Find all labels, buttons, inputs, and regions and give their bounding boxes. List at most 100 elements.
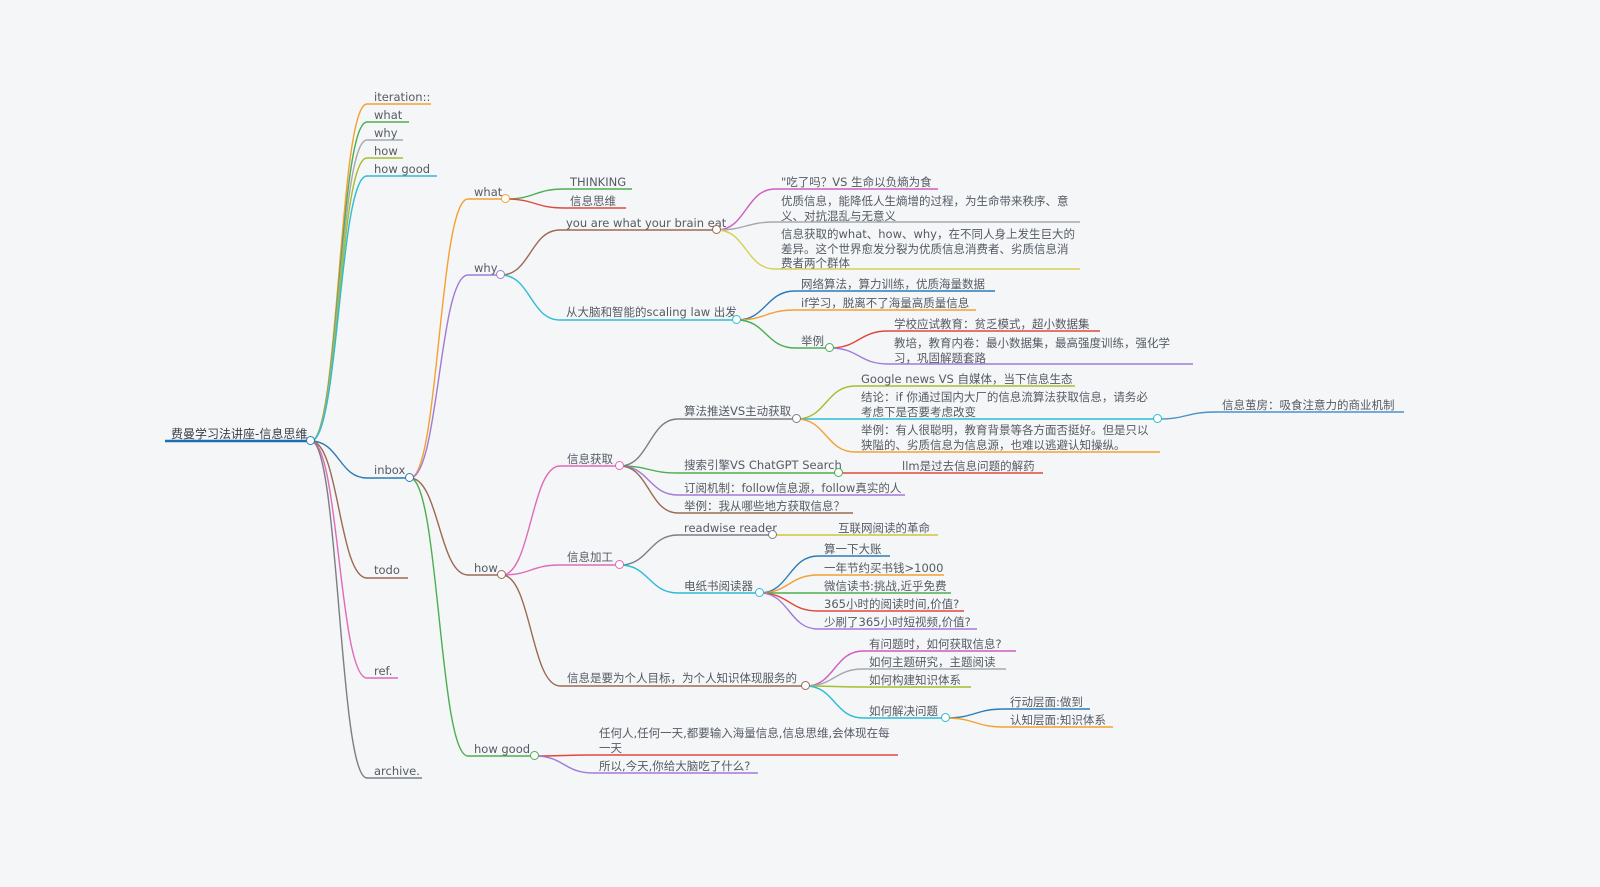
connector-line — [310, 440, 368, 779]
connector-line — [736, 309, 796, 321]
connector-line — [759, 574, 819, 594]
node-toggle-why[interactable] — [496, 270, 505, 279]
node-toggle-example[interactable] — [825, 343, 834, 352]
topic-acquire[interactable]: 信息获取 — [567, 452, 613, 466]
connector-line — [310, 121, 368, 442]
node-toggle-process[interactable] — [615, 560, 624, 569]
topic-what-top[interactable]: what — [374, 108, 403, 122]
connector-line — [310, 175, 368, 442]
topic-google-news[interactable]: Google news VS 自媒体，当下信息生态 — [861, 372, 1073, 386]
connector-line — [805, 650, 864, 687]
topic-search-vs[interactable]: 搜索引擎VS ChatGPT Search — [684, 458, 842, 472]
topic-tutoring[interactable]: 教培，教育内卷：最小数据集，最高强度训练，强化学习，巩固解题套路 — [894, 336, 1170, 365]
topic-why-top[interactable]: why — [374, 126, 398, 140]
connector-line — [409, 198, 469, 479]
topic-reading-revolution[interactable]: 互联网阅读的革命 — [838, 521, 930, 535]
topic-brain-eat[interactable]: you are what your brain eat — [566, 216, 727, 230]
topic-reading-time[interactable]: 365小时的阅读时间,价值? — [824, 597, 960, 611]
node-toggle-algo-vs[interactable] — [792, 414, 801, 423]
topic-action-level[interactable]: 行动层面:做到 — [1010, 695, 1083, 709]
node-toggle-solve[interactable] — [941, 713, 950, 722]
topic-weread[interactable]: 微信读书:挑战,近乎免费 — [824, 579, 947, 593]
connector-line — [716, 188, 776, 231]
topic-algo-vs-active[interactable]: 算法推送VS主动获取 — [684, 404, 792, 418]
topic-readwise[interactable]: readwise reader — [684, 521, 777, 535]
topic-problem-info[interactable]: 有问题时，如何获取信息? — [869, 637, 1002, 651]
node-toggle-ereader[interactable] — [755, 588, 764, 597]
topic-purpose[interactable]: 信息是要为个人目标，为个人知识体现服务的 — [567, 671, 797, 685]
topic-cognition-level[interactable]: 认知层面:知识体系 — [1010, 713, 1106, 727]
topic-less-video[interactable]: 少刷了365小时短视频,价值? — [824, 615, 971, 629]
connector-line — [945, 717, 1005, 728]
topic-iteration[interactable]: iteration:: — [374, 90, 431, 104]
topic-how[interactable]: how — [474, 561, 498, 575]
connector-line — [619, 564, 679, 594]
node-toggle-readwise[interactable] — [768, 530, 777, 539]
topic-todo[interactable]: todo — [374, 563, 400, 577]
node-toggle-purpose[interactable] — [801, 681, 810, 690]
topic-scaling-law[interactable]: 从大脑和智能的scaling law 出发 — [566, 305, 737, 319]
node-toggle-brain-eat[interactable] — [712, 225, 721, 234]
topic-network-algo[interactable]: 网络算法，算力训练，优质海量数据 — [801, 277, 985, 291]
connector-line — [829, 330, 889, 349]
topic-example[interactable]: 举例 — [801, 334, 824, 348]
topic-everyone-everyday[interactable]: 任何人,任何一天,都要输入海量信息,信息思维,会体现在每一天 — [599, 726, 890, 755]
topic-chi-le-ma[interactable]: "吃了吗？VS 生命以负熵为食 — [781, 175, 932, 189]
topic-smart-example[interactable]: 举例：有人很聪明，教育背景等各方面否挺好。但是只以狭隘的、劣质信息为信息源，也难… — [861, 423, 1149, 452]
topic-save-money[interactable]: 一年节约买书钱>1000 — [824, 561, 944, 575]
topic-why[interactable]: why — [474, 261, 498, 275]
topic-what[interactable]: what — [474, 185, 503, 199]
topic-subscribe[interactable]: 订阅机制：follow信息源，follow真实的人 — [684, 481, 902, 495]
topic-how-good[interactable]: how good — [474, 742, 531, 756]
node-toggle-how[interactable] — [497, 570, 506, 579]
node-toggle-inbox[interactable] — [405, 473, 414, 482]
topic-info-thinking[interactable]: 信息思维 — [570, 194, 616, 208]
topic-topic-research[interactable]: 如何主题研究，主题阅读 — [869, 655, 996, 669]
connector-line — [534, 754, 594, 757]
topic-today-question[interactable]: 所以,今天,你给大脑吃了什么? — [599, 759, 751, 773]
node-toggle-scaling[interactable] — [732, 315, 741, 324]
topic-quality-info[interactable]: 优质信息，能降低人生熵增的过程，为生命带来秩序、意义、对抗混乱与无意义 — [781, 194, 1069, 223]
connector-line — [759, 592, 819, 612]
topic-thinking[interactable]: THINKING — [570, 175, 627, 189]
connector-line — [505, 198, 565, 209]
connector-line — [796, 385, 856, 420]
topic-info-gap[interactable]: 信息获取的what、how、why，在不同人身上发生巨大的差异。这个世界愈发分裂… — [781, 227, 1075, 270]
topic-ereader[interactable]: 电纸书阅读器 — [684, 579, 753, 593]
topic-if-learning[interactable]: if学习，脱离不了海量高质量信息 — [801, 296, 970, 310]
node-toggle-root[interactable] — [306, 436, 315, 445]
connector-line — [619, 534, 679, 566]
node-toggle-conclusion[interactable] — [1153, 414, 1162, 423]
topic-inbox[interactable]: inbox — [374, 463, 406, 477]
node-toggle-what[interactable] — [501, 194, 510, 203]
topic-conclusion[interactable]: 结论：if 你通过国内大厂的信息流算法获取信息，请务必考虑下是否要考虑改变 — [861, 390, 1148, 419]
topic-llm-remedy[interactable]: llm是过去信息问题的解药 — [902, 459, 1035, 473]
topic-ref[interactable]: ref. — [374, 664, 393, 678]
topic-archive[interactable]: archive. — [374, 764, 420, 778]
connector-line — [736, 319, 796, 349]
topic-info-cocoon[interactable]: 信息茧房：吸食注意力的商业机制 — [1222, 398, 1395, 412]
connector-line — [500, 274, 561, 321]
topic-knowledge-system[interactable]: 如何构建知识体系 — [869, 673, 961, 687]
connector-line — [501, 564, 561, 576]
topic-exam-education[interactable]: 学校应试教育：贫乏模式，超小数据集 — [894, 317, 1090, 331]
connector-line — [716, 221, 776, 231]
connector-line — [409, 274, 469, 479]
connector-line — [310, 440, 368, 479]
topic-process[interactable]: 信息加工 — [567, 550, 613, 564]
node-toggle-how-good[interactable] — [530, 751, 539, 760]
node-toggle-search[interactable] — [834, 468, 843, 477]
connector-line — [945, 708, 1005, 719]
topic-solve-problem[interactable]: 如何解决问题 — [869, 704, 938, 718]
topic-how-top[interactable]: how — [374, 144, 398, 158]
node-toggle-acquire[interactable] — [615, 461, 624, 470]
topic-how-good-top[interactable]: how good — [374, 162, 431, 176]
connector-line — [501, 574, 561, 687]
topic-calc[interactable]: 算一下大账 — [824, 542, 882, 556]
connector-line — [796, 418, 856, 453]
topic-acquire-example[interactable]: 举例：我从哪些地方获取信息？ — [684, 499, 845, 513]
connector-line — [310, 103, 368, 442]
connector-line — [310, 157, 368, 442]
root-topic[interactable]: 费曼学习法讲座-信息思维 — [171, 427, 308, 441]
